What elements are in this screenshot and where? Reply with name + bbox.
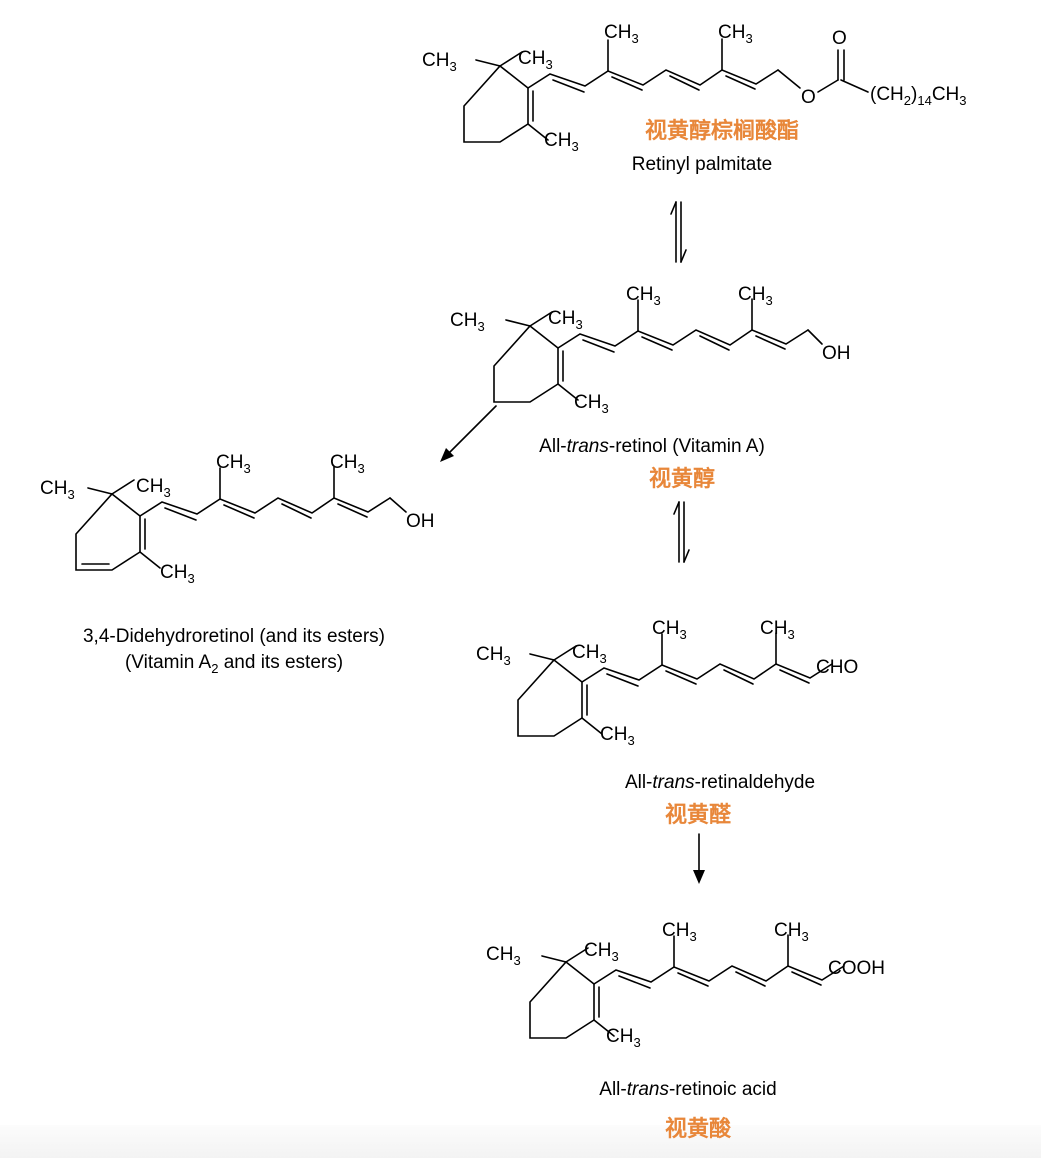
retinyl-palmitate-structure: CH3 CH3 CH3 CH3 CH3 O O (CH2)14CH3 — [422, 22, 967, 154]
aldehyde-group: CHO — [816, 657, 858, 678]
retinaldehyde-structure: CH3 CH3 CH3 CH3 CH3 CHO — [476, 618, 858, 748]
methyl-label: CH3 — [662, 920, 697, 944]
methyl-label: CH3 — [450, 310, 485, 334]
methyl-label: CH3 — [330, 452, 365, 476]
methyl-label: CH3 — [718, 22, 753, 46]
methyl-label: CH3 — [544, 130, 579, 154]
retinyl-palmitate-label: Retinyl palmitate — [632, 154, 772, 175]
retinaldehyde-label: All-trans-retinaldehyde — [625, 772, 815, 793]
methyl-label: CH3 — [574, 392, 609, 416]
retinoic-acid-structure: CH3 CH3 CH3 CH3 CH3 COOH — [486, 920, 885, 1050]
methyl-label: CH3 — [738, 284, 773, 308]
methyl-label: CH3 — [136, 476, 171, 500]
retinol-label: All-trans-retinol (Vitamin A) — [539, 436, 765, 457]
didehydroretinol-structure: CH3 CH3 CH3 CH3 CH3 OH — [40, 452, 435, 586]
retinaldehyde-cn-label: 视黄醛 — [665, 802, 732, 827]
methyl-label: CH3 — [584, 940, 619, 964]
methyl-label: CH3 — [476, 644, 511, 668]
methyl-label: CH3 — [486, 944, 521, 968]
didehydroretinol-label: 3,4-Didehydroretinol (and its esters) — [83, 626, 385, 647]
methyl-label: CH3 — [626, 284, 661, 308]
retinol-cn-label: 视黄醇 — [649, 466, 715, 491]
bottom-fade-band — [0, 1125, 1041, 1158]
ester-oxygen: O — [801, 87, 816, 108]
vitamin-a2-label: (Vitamin A2 and its esters) — [125, 652, 343, 676]
equilibrium-arrow — [673, 501, 690, 563]
retinyl-palmitate-cn-label: 视黄醇棕榈酸酯 — [645, 118, 799, 143]
carbonyl-oxygen: O — [832, 28, 847, 49]
methyl-label: CH3 — [606, 1026, 641, 1050]
retinoic-acid-label: All-trans-retinoic acid — [599, 1079, 776, 1100]
methyl-label: CH3 — [572, 642, 607, 666]
palmitoyl-chain-label: (CH2)14CH3 — [870, 84, 967, 108]
methyl-label: CH3 — [216, 452, 251, 476]
retinol-structure: CH3 CH3 CH3 CH3 CH3 OH — [450, 284, 851, 416]
methyl-label: CH3 — [518, 48, 553, 72]
equilibrium-arrow — [670, 201, 687, 263]
methyl-label: CH3 — [40, 478, 75, 502]
methyl-label: CH3 — [548, 308, 583, 332]
methyl-label: CH3 — [600, 724, 635, 748]
hydroxyl-group: OH — [822, 343, 851, 364]
methyl-label: CH3 — [160, 562, 195, 586]
hydroxyl-group: OH — [406, 511, 435, 532]
carboxylic-acid-group: COOH — [828, 958, 885, 979]
methyl-label: CH3 — [774, 920, 809, 944]
methyl-label: CH3 — [422, 50, 457, 74]
reaction-arrow — [693, 833, 705, 884]
methyl-label: CH3 — [760, 618, 795, 642]
methyl-label: CH3 — [604, 22, 639, 46]
methyl-label: CH3 — [652, 618, 687, 642]
reaction-arrow — [440, 405, 497, 462]
